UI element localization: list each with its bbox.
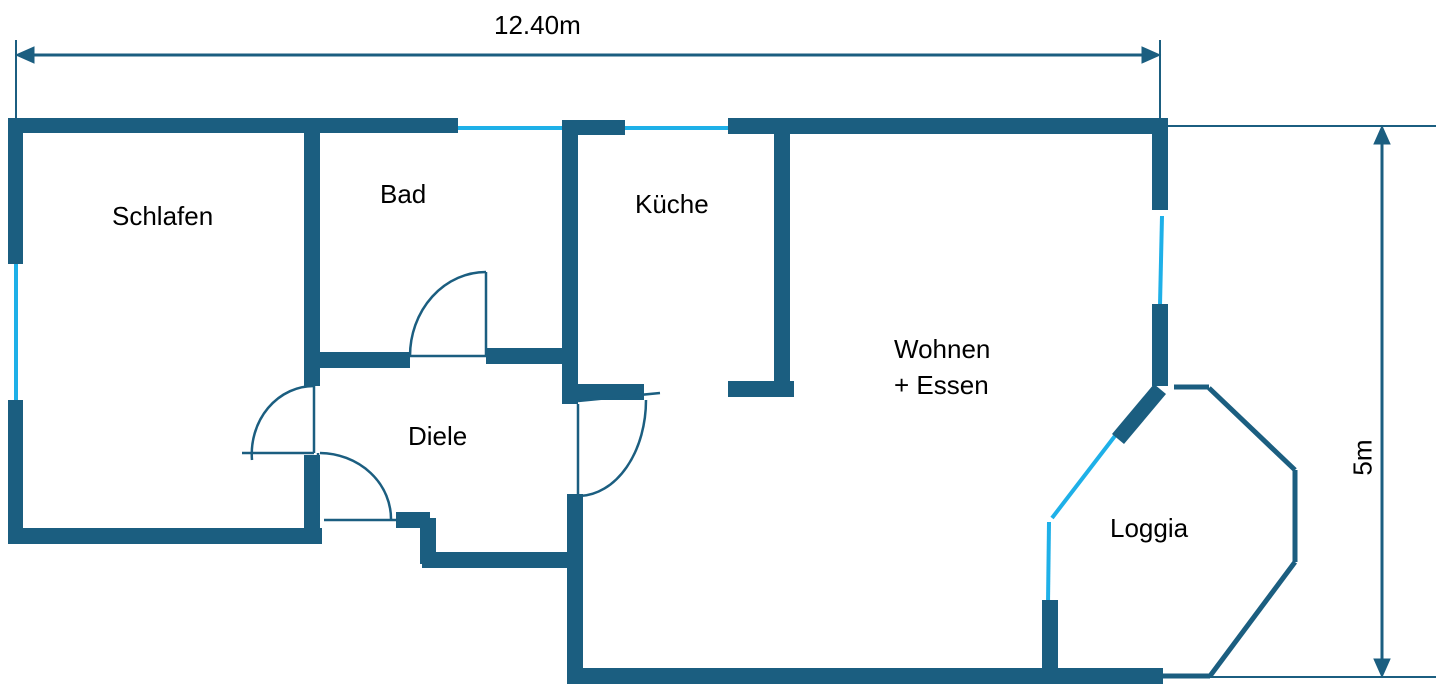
walls	[8, 118, 1168, 684]
window-loggia-vertical	[1046, 521, 1051, 605]
arrow-up-icon	[1373, 124, 1391, 145]
arrow-left-icon	[14, 46, 35, 64]
doors	[242, 270, 661, 522]
dimension-lines	[14, 40, 1436, 679]
room-label-bad: Bad	[380, 179, 427, 209]
door-entrance	[316, 451, 396, 522]
window-wohnen-east	[1158, 215, 1164, 306]
width-dimension-label: 12.40m	[494, 10, 581, 40]
room-label-loggia: Loggia	[1110, 513, 1189, 543]
loggia-outline	[1160, 384, 1298, 679]
height-dimension-label: 5m	[1347, 439, 1378, 476]
windows	[14, 126, 1164, 605]
room-label-diele: Diele	[408, 421, 468, 451]
door-schlafen	[242, 384, 316, 461]
arrow-down-icon	[1373, 658, 1391, 679]
arrow-right-icon	[1141, 46, 1162, 64]
window-loggia-diag	[1050, 430, 1120, 520]
door-bad	[408, 270, 488, 358]
room-label-wohnen: Wohnen	[894, 334, 991, 364]
room-label-essen: + Essen	[894, 370, 989, 400]
room-label-schlafen: Schlafen	[112, 201, 214, 231]
door-kueche	[576, 391, 661, 498]
room-label-kueche: Küche	[635, 189, 709, 219]
